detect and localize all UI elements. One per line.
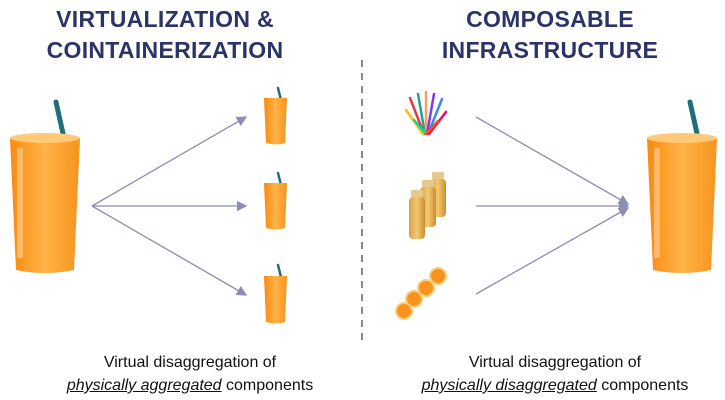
arrow-left-top [91, 116, 248, 207]
right-title-line2: INFRASTRUCTURE [441, 37, 659, 63]
small-juice-glass-middle-icon [264, 171, 287, 230]
right-caption: Virtual disaggregation of physically dis… [395, 351, 715, 397]
small-juice-glass-top-icon [264, 86, 287, 145]
right-caption-emphasis: physically disaggregated [421, 377, 597, 394]
right-caption-rest: components [596, 377, 689, 394]
right-title: COMPOSABLE INFRASTRUCTURE [420, 4, 680, 66]
arrow-right-bottom [475, 207, 630, 295]
left-caption-line1: Virtual disaggregation of [103, 354, 277, 371]
left-caption-rest: components [221, 377, 314, 394]
left-caption-emphasis: physically aggregated [66, 377, 222, 394]
large-juice-glass-left-icon [10, 99, 80, 273]
arrow-left-bottom [91, 205, 248, 296]
arrow-right-top [475, 116, 630, 205]
right-title-line1: COMPOSABLE [466, 6, 634, 32]
straws-bundle-icon [404, 90, 448, 136]
right-caption-line1: Virtual disaggregation of [468, 354, 642, 371]
orange-slices-icon [395, 267, 447, 320]
large-juice-glass-right-icon [647, 99, 717, 273]
small-juice-glass-bottom-icon [264, 263, 287, 324]
left-caption: Virtual disaggregation of physically agg… [40, 351, 340, 397]
juice-bottles-icon [409, 172, 446, 239]
left-title-line1: VIRTUALIZATION & [56, 6, 274, 32]
left-title-line2: COINTAINERIZATION [46, 37, 284, 63]
left-title: VIRTUALIZATION & COINTAINERIZATION [20, 4, 310, 66]
